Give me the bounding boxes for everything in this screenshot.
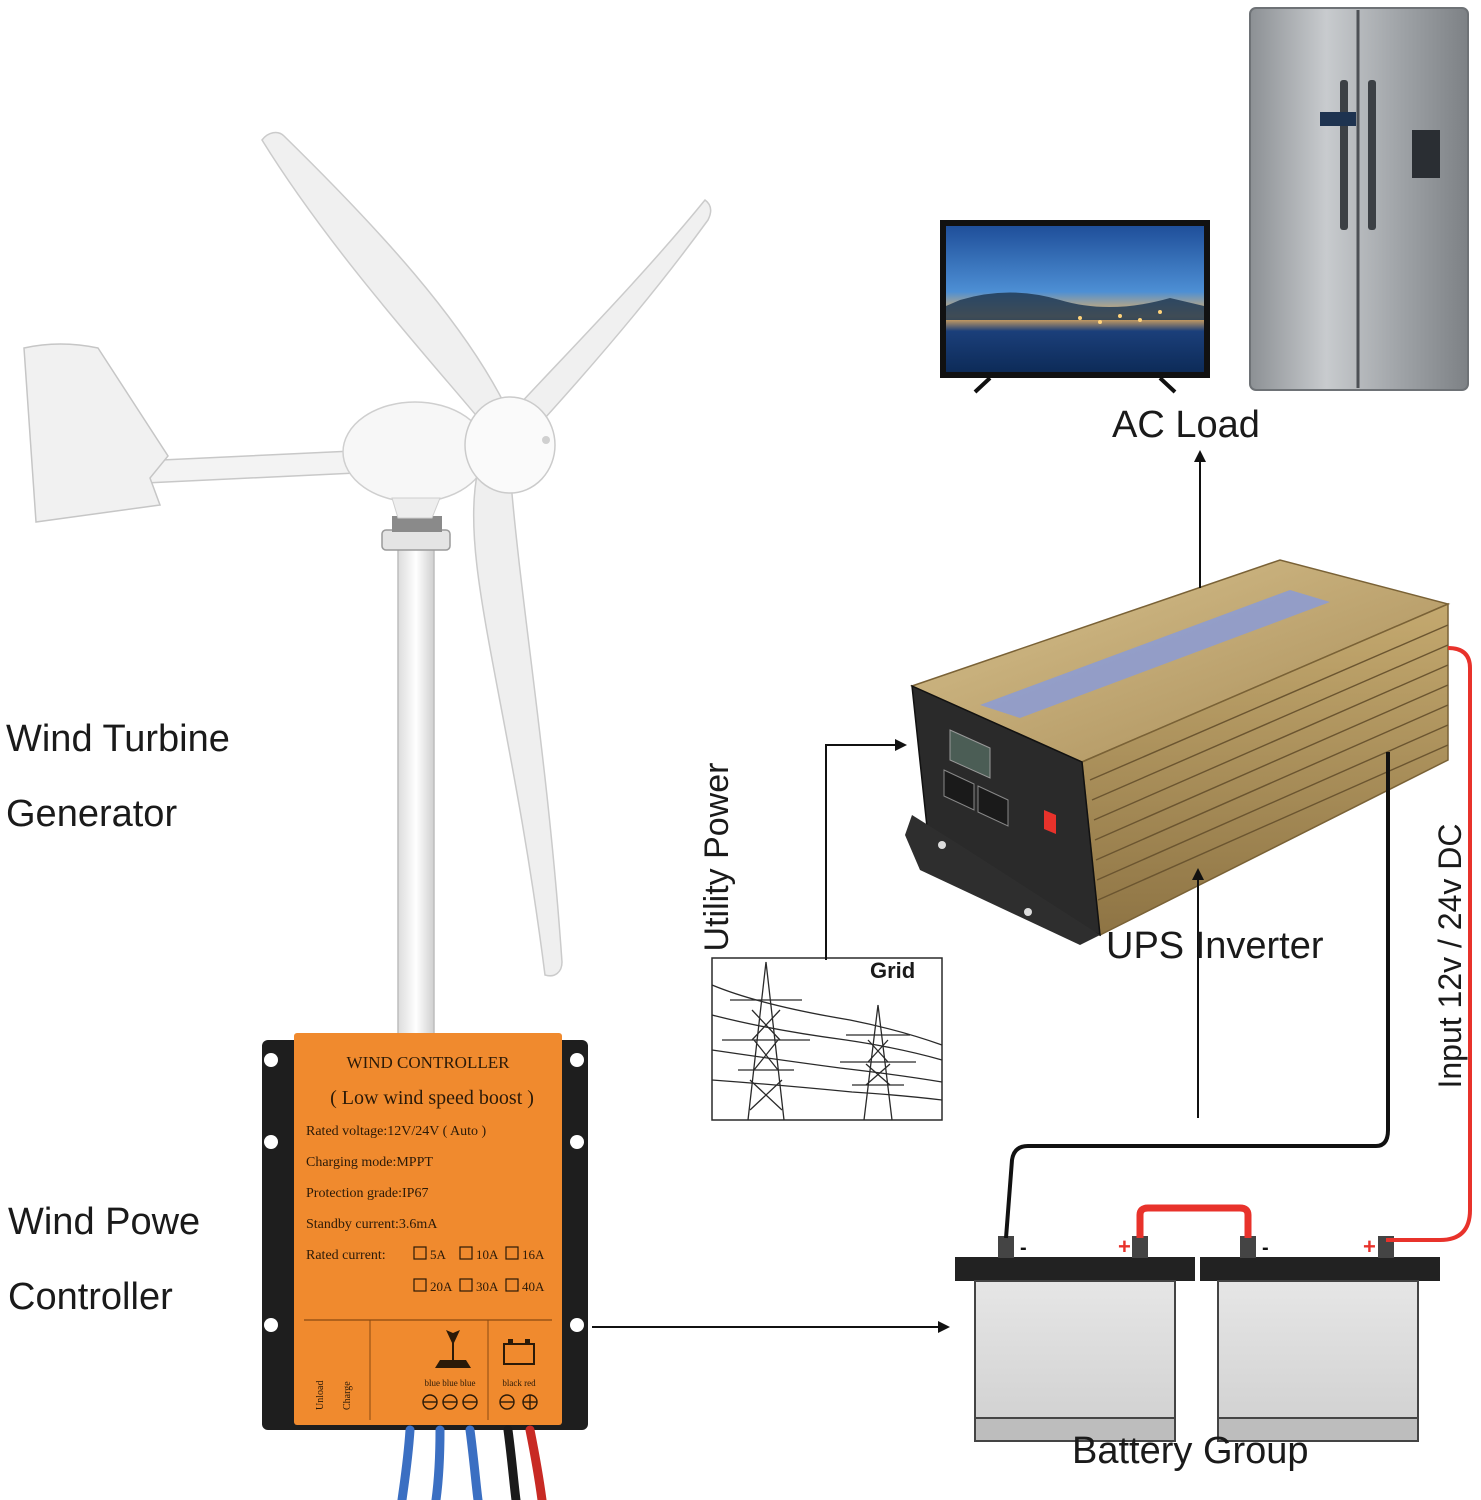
current-checkbox [505,1278,519,1292]
controller-battery-icon [503,1339,535,1365]
positive-wire [1386,646,1472,1242]
battery-1-body [974,1280,1176,1442]
terminal-charge-label: Charge [342,1381,353,1410]
wind-controller-label-line2: Controller [8,1276,173,1318]
ac-load-label: AC Load [1112,404,1260,446]
current-option: 20A [430,1279,453,1294]
controller-charging-mode: Charging mode:MPPT [306,1155,433,1170]
controller-turbine-icon [435,1330,471,1368]
battery-1-lid [955,1257,1195,1281]
connections [592,450,1472,1333]
tv-appliance [940,220,1210,394]
battery-1-positive-terminal [1132,1236,1148,1258]
wind-turbine-label-line1: Wind Turbine [6,718,230,760]
turbine-blade-upper-right [503,198,712,442]
inverter-display [949,729,991,779]
ups-inverter-label: UPS Inverter [1106,925,1324,967]
battery-1-negative-terminal [998,1236,1014,1258]
battery-2-body [1217,1280,1419,1442]
battery-1-positive-symbol: + [1118,1234,1131,1259]
turbine-blade-upper-left [261,131,506,421]
turbine-flange [381,529,451,551]
turbine-pole [397,547,435,1039]
current-checkbox [459,1278,473,1292]
controller-subtitle: ( Low wind speed boost ) [330,1087,534,1109]
battery-group-label: Battery Group [1072,1430,1309,1472]
refrigerator-appliance [1249,7,1469,391]
utility-power-label: Utility Power [698,762,736,952]
current-option: 5A [430,1247,447,1262]
controller-rated-current-label: Rated current: [306,1248,386,1263]
grid-label: Grid [870,958,916,983]
turbine-hub [464,396,556,494]
controller-title: WIND CONTROLLER [347,1053,511,1072]
tail-fin [23,343,169,523]
controller-protection-grade: Protection grade:IP67 [306,1186,428,1201]
current-checkbox [413,1246,427,1260]
terminal-unload-label: Unload [315,1381,326,1410]
arrow-grid-to-inverter [825,739,907,960]
current-checkbox [459,1246,473,1260]
inverter-outlet [943,769,975,811]
controller-rated-voltage: Rated voltage:12V/24V ( Auto ) [306,1124,486,1139]
wind-turbine-label-line2: Generator [6,793,178,835]
battery-input-voltage-label: Input 12v / 24v DC [1432,823,1468,1089]
controller-standby-current: Standby current:3.6mA [306,1217,438,1232]
current-checkbox [505,1246,519,1260]
ups-inverter [905,559,1451,945]
grid-frame [711,957,943,1121]
battery-group [955,1204,1440,1442]
battery-2-lid [1200,1257,1440,1281]
current-option: 40A [522,1279,545,1294]
battery-2-positive-symbol: + [1363,1234,1376,1259]
battery-2-negative-symbol: - [1262,1237,1269,1259]
current-checkbox [413,1278,427,1292]
current-option: 30A [476,1279,499,1294]
current-option: 10A [476,1247,499,1262]
battery-series-link [1136,1204,1252,1238]
battery-1-negative-symbol: - [1020,1237,1027,1259]
inverter-power-switch [1044,810,1056,834]
current-option: 16A [522,1247,545,1262]
inverter-outlet [977,785,1009,827]
controller-label [294,1033,562,1425]
turbine-wire-labels: blue blue blue [425,1378,476,1388]
wind-controller: WIND CONTROLLER ( Low wind speed boost )… [262,1033,588,1500]
nacelle-neck [391,497,441,519]
turbine-blade-lower [472,469,563,977]
negative-wire [1004,752,1390,1239]
wind-controller-label-line1: Wind Powe [8,1201,201,1243]
turbine-yaw-bearing [392,516,442,532]
fridge-dispenser [1412,130,1440,178]
controller-wires [397,1425,547,1500]
controller-terminal-screws [422,1394,538,1410]
power-grid [711,957,943,1121]
wind-turbine [23,131,712,1039]
battery-wire-labels: black red [502,1378,536,1388]
battery-2-negative-terminal [1240,1236,1256,1258]
